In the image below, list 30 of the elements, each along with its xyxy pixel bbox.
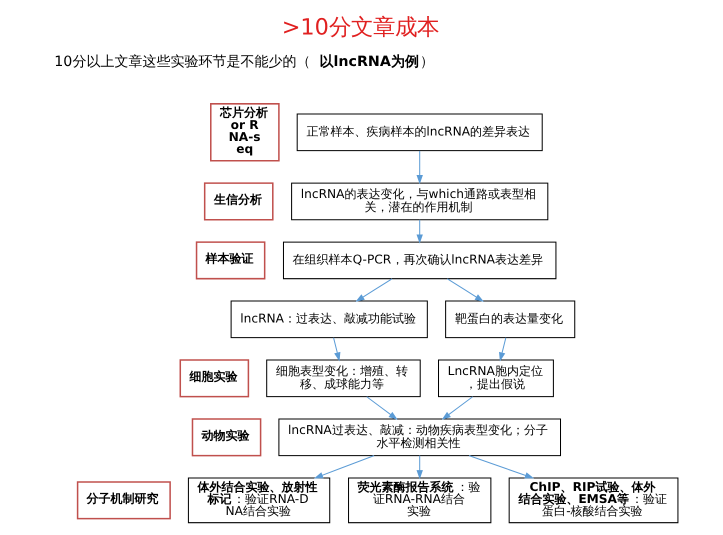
arrow	[416, 150, 423, 184]
node-box: 靶蛋白的表达量变化	[445, 300, 576, 338]
arrow	[416, 456, 423, 480]
arrow	[366, 396, 398, 420]
diagram-title: >10分文章成本	[282, 14, 439, 40]
arrow	[416, 220, 423, 244]
node-box: 生信分析	[204, 182, 274, 220]
node-box: 荧光素酶报告系统：验证RNA-RNA结合实验	[348, 477, 492, 524]
node-box: 样本验证	[196, 241, 266, 280]
arrow	[468, 455, 534, 478]
node-box: 体外结合实验、放射性标记：验证RNA-DNA结合实验	[188, 477, 330, 524]
node-box: 正常样本、疾病样本的lncRNA的差异表达	[296, 113, 543, 152]
node-box: ChIP、RIP试验、体外结合实验、EMSA等：验证蛋白-核酸结合实验	[508, 477, 678, 524]
arrow	[355, 278, 392, 302]
arrow	[442, 396, 473, 420]
node-box: 芯片分析or RNA-seq	[210, 103, 280, 162]
node-box: 在组织样本Q-PCR，再次确认lncRNA表达差异	[282, 242, 556, 280]
node-box: 细胞表型变化：增殖、转移、成球能力等	[266, 360, 421, 398]
node-box: lncRNA过表达、敲减：动物疾病表型变化；分子水平检测相关性	[278, 418, 562, 456]
arrow	[333, 338, 340, 362]
node-box: 分子机制研究	[76, 481, 171, 520]
node-box: 细胞实验	[180, 359, 250, 398]
arrow	[499, 338, 506, 362]
node-box: 动物实验	[192, 418, 262, 456]
arrow	[314, 455, 374, 478]
node-box: lncRNA的表达变化，与which通路或表型相关，潜在的作用机制	[291, 182, 548, 220]
node-box: LncRNA胞内定位，提出假说	[438, 360, 554, 398]
label: 10分以上文章这些实验环节是不能少的（以lncRNA为例）	[54, 54, 434, 70]
node-box: lncRNA：过表达、敲减功能试验	[230, 300, 428, 338]
arrow	[447, 278, 484, 302]
